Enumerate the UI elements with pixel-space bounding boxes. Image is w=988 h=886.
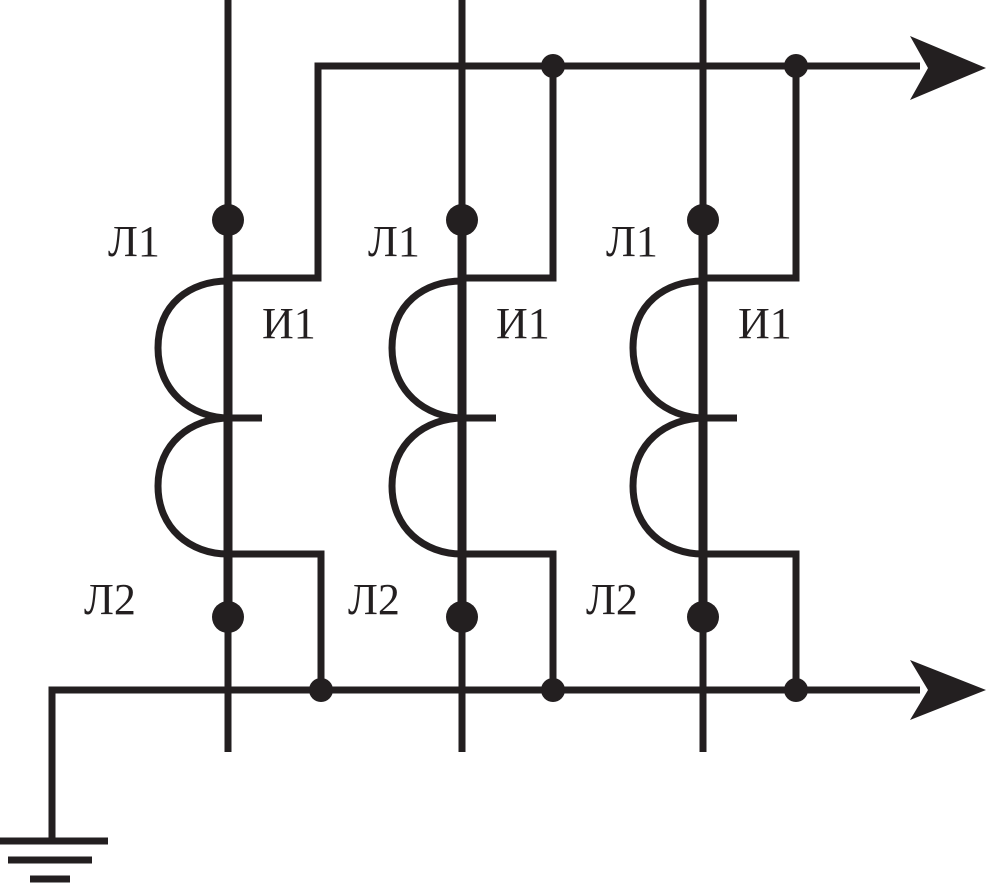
bottom-bus-arrow-icon bbox=[910, 660, 986, 720]
terminal-L1-dot bbox=[687, 204, 719, 236]
label-I1: И1 bbox=[738, 299, 792, 348]
terminal-L1-dot bbox=[212, 204, 244, 236]
top-bus-arrow-icon bbox=[910, 36, 986, 100]
label-L2: Л2 bbox=[586, 575, 638, 624]
secondary-winding bbox=[154, 277, 262, 558]
terminal-L2-dot bbox=[446, 601, 478, 633]
terminal-L2-dot bbox=[212, 601, 244, 633]
terminal-L1-dot bbox=[446, 204, 478, 236]
label-L1: Л1 bbox=[368, 217, 420, 266]
bottom-bus bbox=[48, 660, 986, 840]
secondary-winding bbox=[629, 277, 737, 558]
label-L2: Л2 bbox=[84, 575, 136, 624]
label-L1: Л1 bbox=[606, 217, 658, 266]
label-L1: Л1 bbox=[108, 217, 160, 266]
transformer-2: Л1 И1 Л2 bbox=[348, 0, 557, 752]
ground-icon bbox=[0, 837, 108, 883]
label-L2: Л2 bbox=[348, 575, 400, 624]
transformer-3: Л1 И1 Л2 bbox=[586, 0, 800, 752]
transformer-1: Л1 И1 Л2 bbox=[84, 0, 325, 752]
secondary-winding bbox=[388, 277, 496, 558]
terminal-L2-dot bbox=[687, 601, 719, 633]
label-I1: И1 bbox=[496, 299, 550, 348]
label-I1: И1 bbox=[262, 299, 316, 348]
